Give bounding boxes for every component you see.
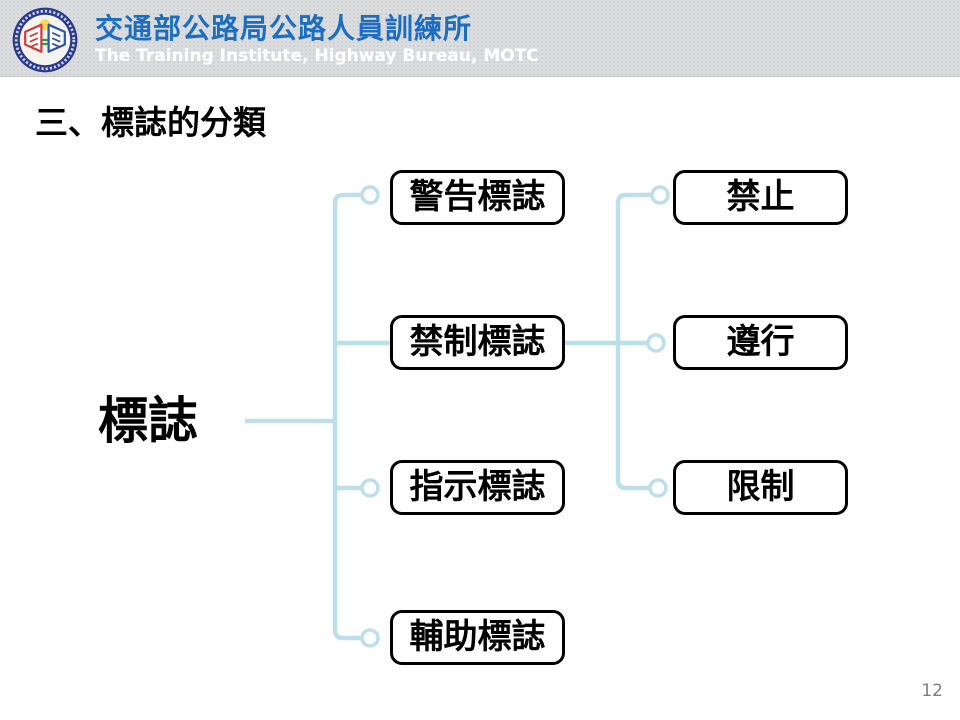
- node-prohibition: 禁止: [673, 170, 848, 225]
- page-number: 12: [921, 681, 943, 701]
- connector-dot: [650, 185, 670, 205]
- node-auxiliary-signs: 輔助標誌: [390, 610, 565, 665]
- connector-dot: [360, 478, 380, 498]
- root-node-label: 標誌: [98, 392, 198, 450]
- node-prohibitory-signs: 禁制標誌: [390, 315, 565, 370]
- header-subtitle: The Training Institute, Highway Bureau, …: [95, 46, 539, 66]
- institute-logo-icon: [12, 7, 78, 73]
- slide-title: 三、標誌的分類: [35, 103, 266, 142]
- connector-dot: [648, 478, 668, 498]
- connector-dot: [360, 185, 380, 205]
- header-title: 交通部公路局公路人員訓練所: [95, 12, 473, 45]
- connector-right-spine: [615, 192, 652, 491]
- connector-dot: [646, 333, 666, 353]
- header-text-block: 交通部公路局公路人員訓練所 The Training Institute, Hi…: [95, 12, 539, 66]
- connector-dot: [360, 628, 380, 648]
- header-bar: 交通部公路局公路人員訓練所 The Training Institute, Hi…: [0, 0, 960, 77]
- node-warning-signs: 警告標誌: [390, 170, 565, 225]
- node-indicative-signs: 指示標誌: [390, 460, 565, 515]
- node-compliance: 遵行: [673, 315, 848, 370]
- node-restriction: 限制: [673, 460, 848, 515]
- connector-left-spine: [332, 192, 362, 641]
